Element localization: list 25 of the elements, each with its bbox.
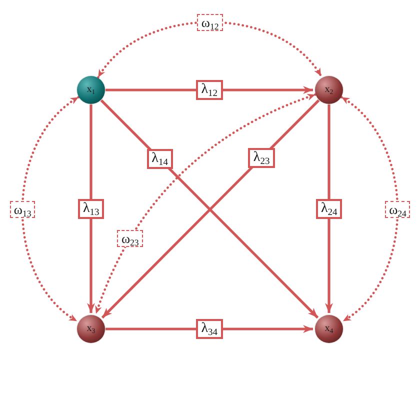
- arrow: [106, 325, 313, 333]
- arrow: [325, 104, 333, 313]
- arrow: [106, 86, 313, 94]
- edge-label: ω$_{24}$: [385, 201, 410, 218]
- edge-label: λ$_{13}$: [78, 198, 104, 219]
- curved-dotted-arrow: [340, 96, 399, 322]
- node-label: x$_{2}$: [324, 85, 334, 95]
- node-label: x$_{4}$: [324, 324, 334, 334]
- edge-label: λ$_{23}$: [248, 148, 275, 168]
- sphere-node: [77, 315, 105, 343]
- edge-label: λ$_{24}$: [316, 198, 342, 219]
- node-label: x$_{3}$: [86, 324, 96, 334]
- edge-label: ω$_{23}$: [117, 230, 143, 248]
- edge-label: ω$_{13}$: [10, 201, 36, 218]
- edge-label: λ$_{34}$: [196, 319, 223, 339]
- edge-label: λ$_{12}$: [196, 80, 223, 100]
- curved-dotted-arrow: [97, 21, 322, 79]
- sphere-node: [315, 76, 343, 104]
- edge-label: λ$_{14}$: [146, 148, 173, 169]
- arrow: [87, 104, 95, 313]
- curved-dotted-arrow: [21, 96, 80, 322]
- edge-label: ω$_{12}$: [197, 14, 223, 31]
- sphere-node: [315, 315, 343, 343]
- sphere-node: [77, 76, 105, 104]
- node-label: x$_{1}$: [86, 85, 96, 95]
